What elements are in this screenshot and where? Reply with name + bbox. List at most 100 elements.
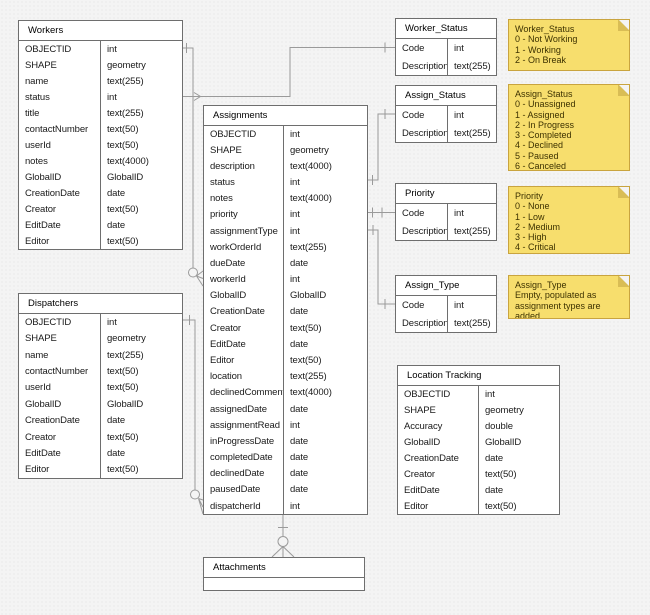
field-name: Description (396, 222, 448, 240)
field-type: text(50) (485, 468, 517, 480)
field-row: title text(255) (19, 105, 182, 121)
field-name: Editor (19, 233, 101, 249)
field-type: date (107, 187, 126, 199)
field-row: GlobalID GlobalID (398, 434, 559, 450)
field-name: CreationDate (19, 185, 101, 201)
field-row: status int (19, 89, 182, 105)
cardinality-zero-circle (277, 536, 289, 547)
field-type: text(50) (107, 123, 139, 135)
field-type: date (290, 306, 309, 318)
field-name: Description (396, 57, 448, 75)
field-row: OBJECTID int (398, 386, 559, 402)
entity-table-priority[interactable]: Priority Code int Description text(255) (395, 183, 497, 241)
entity-table-dispatchers[interactable]: Dispatchers OBJECTID int SHAPE geometry … (18, 293, 183, 479)
field-type: date (290, 403, 309, 415)
connector-assignments-to-attachments[interactable] (271, 515, 295, 558)
note-title: Assign_Type (515, 280, 567, 290)
cardinality-zero-circle (190, 489, 200, 500)
field-name: Description (396, 314, 448, 332)
field-row: EditDate date (398, 482, 559, 498)
field-row: Code int (396, 296, 496, 314)
field-type: text(4000) (290, 160, 332, 172)
field-type: int (107, 316, 117, 328)
field-name: SHAPE (19, 330, 101, 347)
field-row: name text(255) (19, 73, 182, 89)
field-type: date (485, 452, 504, 464)
field-name: assignmentType (204, 223, 284, 240)
table-title-worker-status: Worker_Status (396, 19, 496, 39)
connector-assignments-status-to-assign-status-code[interactable] (368, 109, 395, 185)
field-type: geometry (290, 144, 329, 156)
note-line: 1 - Assigned (515, 109, 565, 120)
entity-table-attachments[interactable]: Attachments (203, 557, 365, 591)
field-type: text(255) (107, 349, 144, 361)
field-name: status (19, 89, 101, 105)
field-row: description text(4000) (204, 158, 367, 175)
field-row: Creator text(50) (19, 428, 182, 446)
field-type: text(4000) (107, 155, 149, 167)
field-type: date (290, 435, 309, 447)
field-type: date (107, 415, 126, 427)
field-row: Editor text(50) (19, 461, 182, 479)
field-type: text(50) (107, 431, 139, 443)
field-row: SHAPE geometry (204, 142, 367, 159)
field-name: SHAPE (398, 402, 479, 418)
field-row: CreationDate date (398, 450, 559, 466)
field-row: dueDate date (204, 255, 367, 272)
note-lines: Empty, populated as assignment types are… (515, 290, 624, 319)
connector-dispatchers-objectid-to-assignments-dispatcherid[interactable] (183, 315, 204, 515)
field-type: text(255) (107, 107, 144, 119)
cardinality-many-crowfoot (271, 546, 295, 558)
connector-workers-status-to-worker-status-code[interactable] (183, 42, 395, 101)
field-name: declinedComment (204, 384, 284, 401)
entity-table-workers[interactable]: Workers OBJECTID int SHAPE geometry name… (18, 20, 183, 250)
field-row: Description text(255) (396, 314, 496, 332)
field-type: text(255) (454, 225, 491, 237)
connector-line[interactable] (183, 319, 196, 490)
field-type: date (290, 257, 309, 269)
field-row: contactNumber text(50) (19, 363, 182, 380)
field-type: date (290, 452, 309, 464)
table-body: OBJECTID int SHAPE geometry Accuracy dou… (398, 386, 559, 514)
field-name: GlobalID (19, 396, 101, 413)
field-name: EditDate (204, 336, 284, 353)
connector-line[interactable] (183, 47, 395, 97)
note-title: Priority (515, 191, 544, 201)
field-row: Editor text(50) (19, 233, 182, 249)
field-name: description (204, 158, 284, 175)
field-name: assignedDate (204, 400, 284, 418)
note-line: 5 - Paused (515, 150, 559, 161)
entity-table-worker-status[interactable]: Worker_Status Code int Description text(… (395, 18, 497, 76)
field-name: workerId (204, 271, 284, 288)
field-type: date (290, 468, 309, 480)
field-row: assignmentRead int (204, 417, 367, 434)
entity-table-assign-status[interactable]: Assign_Status Code int Description text(… (395, 85, 497, 143)
field-row: declinedDate date (204, 465, 367, 482)
field-type: int (290, 500, 300, 512)
table-body: OBJECTID int SHAPE geometry name text(25… (19, 314, 182, 479)
field-row: SHAPE geometry (19, 57, 182, 73)
connector-line[interactable] (183, 47, 194, 268)
connector-line[interactable] (368, 113, 395, 181)
note-assign-type[interactable]: Assign_Type Empty, populated as assignme… (508, 275, 630, 319)
field-row: location text(255) (204, 368, 367, 385)
field-name: Code (396, 39, 448, 57)
connector-workers-objectid-to-assignments-workerid[interactable] (183, 43, 204, 287)
note-line: Empty, populated as assignment types are… (515, 290, 601, 319)
field-name: Accuracy (398, 418, 479, 434)
connector-line[interactable] (368, 229, 395, 305)
entity-table-location-tracking[interactable]: Location Tracking OBJECTID int SHAPE geo… (397, 365, 560, 515)
entity-table-assign-type[interactable]: Assign_Type Code int Description text(25… (395, 275, 497, 333)
field-name: CreationDate (19, 412, 101, 429)
connector-assignments-assignmenttype-to-assign-type-code[interactable] (368, 225, 395, 309)
connector-assignments-priority-to-priority-code[interactable] (368, 207, 395, 218)
field-type: int (454, 299, 464, 311)
field-name: userId (19, 137, 101, 153)
field-name: GlobalID (204, 287, 284, 304)
entity-table-assignments[interactable]: Assignments OBJECTID int SHAPE geometry … (203, 105, 368, 515)
field-name: Code (396, 204, 448, 222)
